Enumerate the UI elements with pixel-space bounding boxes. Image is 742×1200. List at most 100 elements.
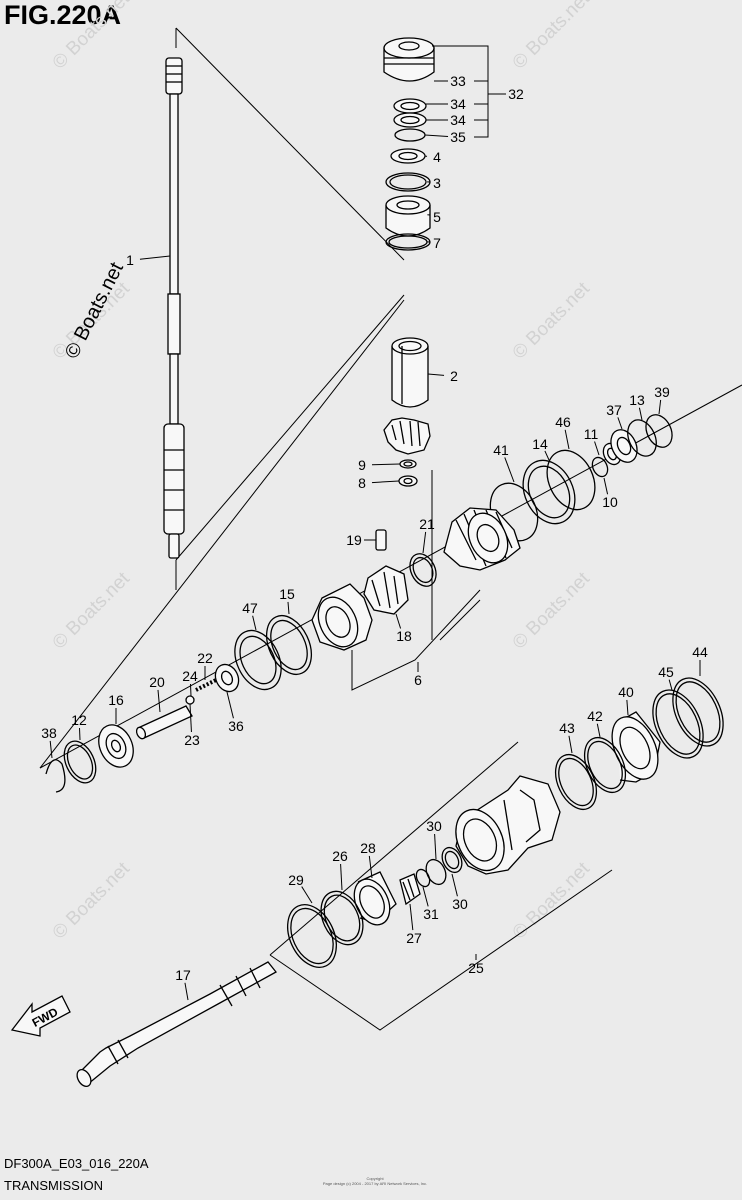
watermark-text: © Boats.net (509, 0, 595, 74)
pinion-gear (383, 417, 431, 487)
leader-line (184, 982, 189, 1001)
callout-label: 40 (618, 684, 634, 700)
leader-line (252, 615, 257, 631)
leader-line (658, 399, 662, 415)
leader-line (395, 613, 402, 629)
diagram-code: DF300A_E03_016_220A (4, 1156, 149, 1171)
forward-gear (234, 583, 373, 691)
watermark-text: © Boats.net (61, 259, 128, 363)
leader-line (603, 477, 609, 495)
callout-label: 20 (149, 674, 165, 690)
fwd-arrow-icon (10, 995, 71, 1037)
callout-label: 28 (360, 840, 376, 856)
callout-label: 31 (423, 906, 439, 922)
leader-line (596, 723, 601, 738)
leader-line (189, 683, 192, 697)
leader-line (157, 689, 161, 713)
diagram-name: TRANSMISSION (4, 1178, 103, 1193)
callout-label: 14 (532, 436, 548, 452)
callout-label: 18 (396, 628, 412, 644)
callout-labels: 1234567891011121314151617181920212223242… (41, 73, 708, 983)
propeller-shaft-housing (455, 775, 561, 875)
callout-label: 30 (452, 896, 468, 912)
callout-label: 36 (228, 718, 244, 734)
callout-label: 9 (358, 457, 366, 473)
callout-label: 3 (433, 175, 441, 191)
callout-label: 25 (468, 960, 484, 976)
bevel-gear (443, 507, 521, 571)
callout-label: 16 (108, 692, 124, 708)
leader-line (422, 531, 427, 554)
watermark-text: © Boats.net (49, 858, 135, 944)
callout-label: 13 (629, 392, 645, 408)
reverse-gear-parts (489, 414, 673, 542)
leader-line (340, 863, 343, 891)
callout-label: 19 (346, 532, 362, 548)
leader-line (544, 450, 550, 461)
leader-line (638, 407, 643, 421)
callout-label: 8 (358, 475, 366, 491)
callout-label: 33 (450, 73, 466, 89)
leader-line (564, 429, 570, 450)
callout-label: 1 (126, 252, 134, 268)
callout-label: 26 (332, 848, 348, 864)
callout-label: 43 (559, 720, 575, 736)
callout-label: 34 (450, 96, 466, 112)
callout-label: 21 (419, 516, 435, 532)
housing-inner-parts (287, 846, 463, 968)
sleeve (391, 337, 429, 408)
leader-line (427, 373, 445, 376)
callout-label: 10 (602, 494, 618, 510)
watermark-text: © Boats.net (49, 0, 135, 74)
clutch-dog (363, 529, 437, 615)
callout-label: 39 (654, 384, 670, 400)
bearing-stack (383, 37, 435, 251)
leader-line (424, 134, 449, 138)
copyright-note: Copyright Page design (c) 2004 - 2017 by… (300, 1176, 450, 1186)
leader-line (301, 886, 313, 904)
callout-label: 23 (184, 732, 200, 748)
figure-title: FIG.220A (4, 0, 122, 30)
leader-line (371, 480, 400, 484)
leader-line (626, 699, 629, 716)
callout-label: 38 (41, 725, 57, 741)
callout-label: 11 (584, 426, 599, 442)
parts (10, 37, 724, 1088)
drive-shaft (163, 57, 185, 559)
watermark-text: © Boats.net (49, 568, 135, 654)
leader-lines (49, 45, 701, 1001)
copyright-label: Copyright (366, 1176, 384, 1181)
copyright-text: Page design (c) 2004 - 2017 by ARI Netwo… (322, 1181, 428, 1186)
leader-line (49, 740, 53, 759)
leader-line (78, 727, 81, 741)
leader-line (617, 417, 623, 430)
callout-label: 2 (450, 368, 458, 384)
leader-line (226, 691, 234, 719)
callout-label: 17 (175, 967, 191, 983)
watermark-text: © Boats.net (509, 278, 595, 364)
callout-label: 30 (426, 818, 442, 834)
watermark-text: © Boats.net (509, 568, 595, 654)
callout-label: 7 (433, 235, 441, 251)
callout-label: 35 (450, 129, 466, 145)
propeller-shaft (76, 961, 277, 1088)
callout-label: 6 (414, 672, 422, 688)
callout-label: 37 (606, 402, 622, 418)
callout-label: 5 (433, 209, 441, 225)
callout-label: 46 (555, 414, 571, 430)
leader-line (594, 441, 600, 456)
leader-line (371, 463, 401, 466)
leader-line (139, 255, 171, 260)
leader-line (668, 679, 673, 691)
leader-line (451, 873, 458, 897)
propeller-shaft-front-parts (45, 663, 240, 793)
leader-line (568, 735, 573, 754)
callout-label: 47 (242, 600, 258, 616)
callout-label: 27 (406, 930, 422, 946)
housing-bearing-parts (554, 677, 724, 811)
callout-label: 44 (692, 644, 708, 660)
callout-label: 12 (71, 712, 87, 728)
callout-label: 29 (288, 872, 304, 888)
